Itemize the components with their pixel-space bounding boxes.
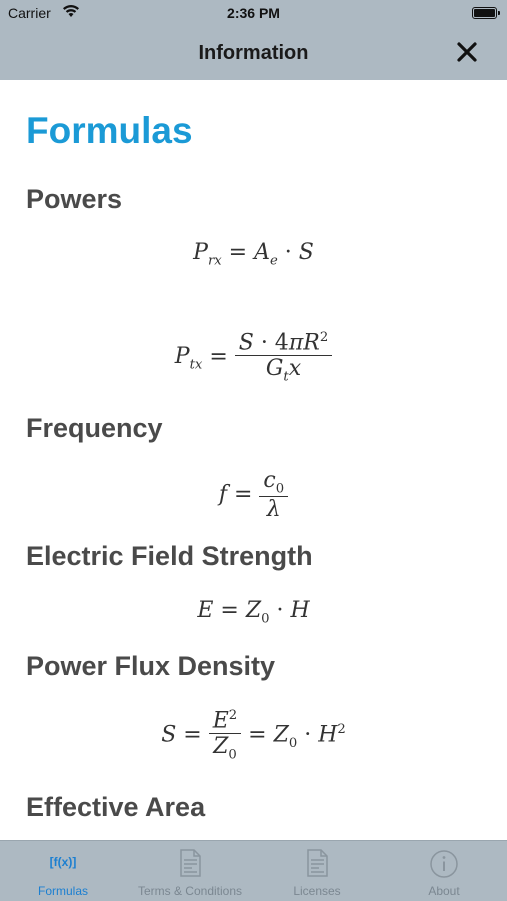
formula-transmitted-power: Ptx = S · 4πR2 Gtx: [0, 330, 507, 385]
tab-about[interactable]: About: [381, 841, 507, 901]
nav-title: Information: [198, 42, 309, 64]
tab-terms-and-conditions[interactable]: Terms & Conditions: [127, 841, 253, 901]
formula-electric-field: E = Z0 · H: [197, 598, 310, 627]
info-icon: [430, 850, 458, 878]
wifi-icon: [63, 5, 79, 17]
tab-bar: [f(x)] Formulas Terms & Conditions Licen…: [0, 840, 507, 901]
formula-icon: [f(x)]: [49, 855, 77, 869]
carrier-label: Carrier: [8, 5, 51, 21]
section-title-powers: Powers: [26, 184, 123, 214]
tab-licenses-label: Licenses: [293, 884, 341, 898]
section-title-frequency: Frequency: [26, 413, 163, 443]
formula-power-flux-density: S = E2 Z0 = Z0 · H2: [161, 708, 346, 763]
navigation-bar: Information: [0, 28, 507, 80]
formula-received-power: Prx = Ae · S: [193, 240, 314, 269]
tab-formulas-label: Formulas: [37, 884, 88, 898]
section-title-power-flux-density: Power Flux Density: [26, 651, 276, 681]
clock: 2:36 PM: [227, 5, 280, 21]
tab-formulas[interactable]: [f(x)] Formulas: [0, 841, 126, 901]
section-title-electric-field-strength: Electric Field Strength: [26, 541, 313, 571]
tab-terms-label: Terms & Conditions: [137, 884, 243, 898]
battery-icon: [472, 7, 500, 19]
page-title: Formulas: [26, 110, 193, 151]
tab-about-label: About: [428, 884, 460, 898]
section-title-effective-area: Effective Area: [26, 792, 206, 822]
document-icon: [307, 849, 328, 877]
status-bar: Carrier 2:36 PM: [0, 0, 507, 28]
tab-licenses[interactable]: Licenses: [254, 841, 380, 901]
document-icon: [180, 849, 201, 877]
formula-frequency: f = c0 λ: [0, 468, 507, 522]
close-icon[interactable]: [455, 40, 479, 64]
formulas-content[interactable]: Formulas Powers Prx = Ae · S Ptx = S · 4…: [0, 80, 507, 840]
